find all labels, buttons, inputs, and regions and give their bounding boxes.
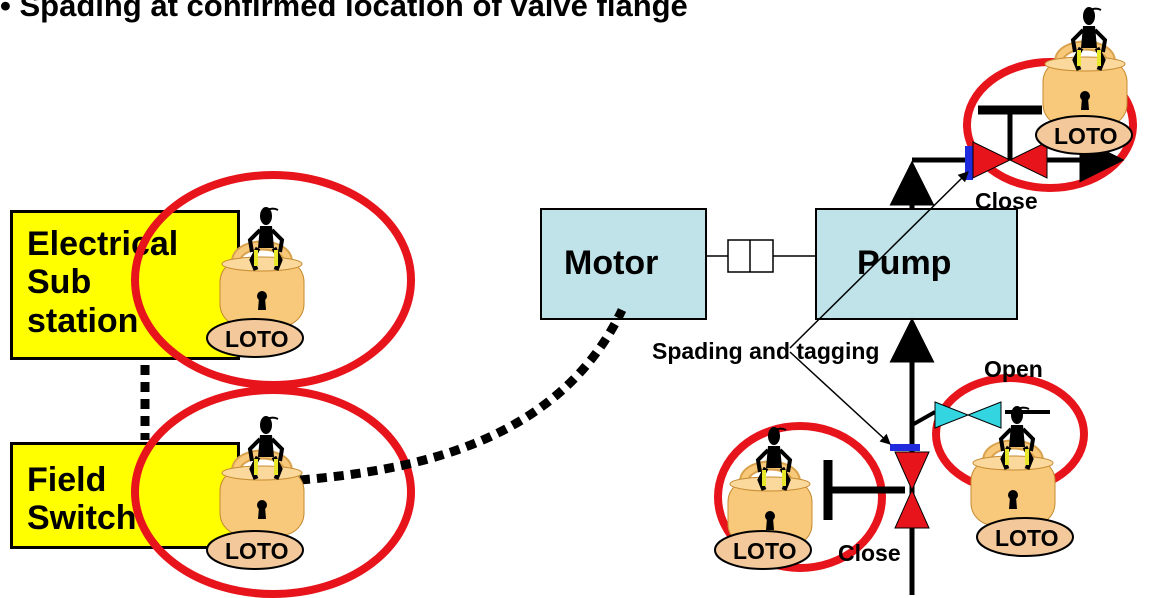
loto-tag-substation: LOTO xyxy=(225,326,289,352)
page-title: • Spading at confirmed location of valve… xyxy=(0,0,688,24)
motor-box: Motor xyxy=(540,208,707,320)
motor-label: Motor xyxy=(564,244,659,282)
substation-label-2: Sub xyxy=(27,263,92,302)
field-switch-label-1: Field xyxy=(27,461,107,499)
red-circle-field-switch xyxy=(131,386,415,598)
field-switch-label-2: Switch xyxy=(27,499,137,538)
title-text: Spading at confirmed location of valve f… xyxy=(19,0,688,23)
pump-label: Pump xyxy=(857,244,952,282)
loto-tag-top-valve: LOTO xyxy=(1054,123,1118,149)
bullet: • xyxy=(0,0,20,23)
loto-tag-bottom-right: LOTO xyxy=(995,525,1059,551)
substation-box: Electrical Sub station xyxy=(10,210,240,360)
spading-label: Spading and tagging xyxy=(652,338,880,364)
pump-box: Pump xyxy=(815,208,1018,320)
open-label: Open xyxy=(984,356,1043,382)
close-label-bottom: Close xyxy=(838,540,901,566)
loto-tag-field-switch: LOTO xyxy=(225,538,289,564)
substation-label-3: station xyxy=(27,301,139,340)
close-label-top: Close xyxy=(975,188,1038,214)
red-circle-bottom-left xyxy=(714,422,886,572)
red-circle-substation xyxy=(131,171,415,389)
field-switch-box: Field Switch xyxy=(10,442,240,549)
loto-tag-bottom-left: LOTO xyxy=(733,538,797,564)
